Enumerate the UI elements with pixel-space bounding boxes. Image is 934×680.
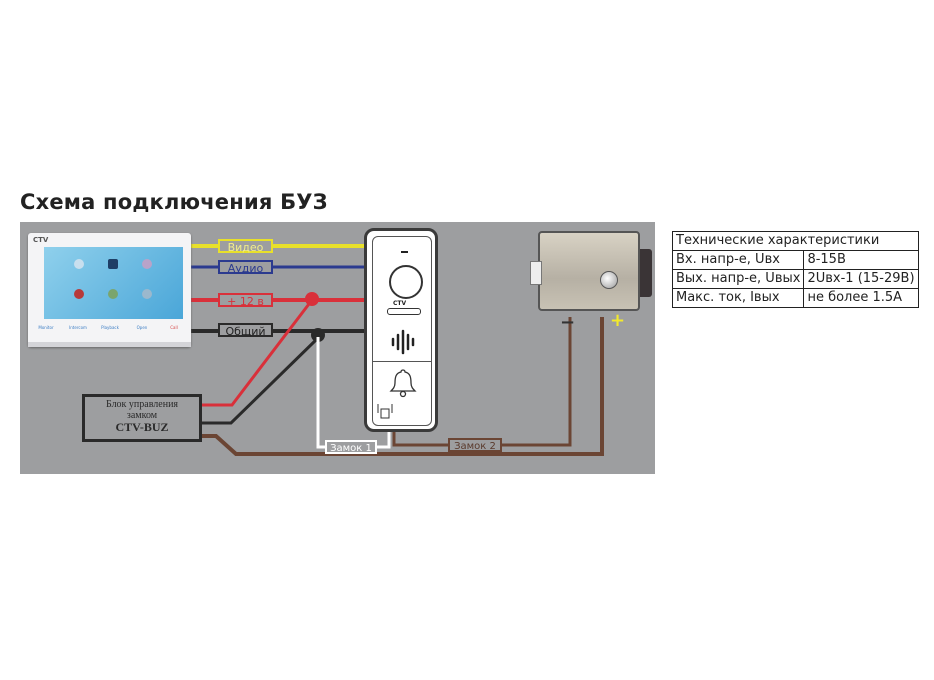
panel-brand-logo: CTV: [393, 300, 407, 307]
settings-icon: [142, 289, 152, 299]
panel-face: CTV: [372, 236, 432, 426]
led-indicator: [401, 251, 408, 253]
common-junction: [311, 328, 325, 342]
spec-row: Вх. напр-е, Uвх 8-15В: [671, 250, 919, 270]
spec-row: Вых. напр-е, Uвых 2Uвх-1 (15-29В): [671, 269, 919, 289]
common-label: Общий: [218, 323, 273, 338]
app-icon: [74, 259, 84, 269]
spec-table: Технические характеристики Вх. напр-е, U…: [671, 231, 919, 308]
speaker-grille-icon: [391, 329, 415, 355]
spec-header-row: Технические характеристики: [672, 231, 919, 251]
buz-common-wire: [202, 336, 320, 425]
monitor-stand: [28, 342, 191, 347]
bell-icon[interactable]: [388, 367, 418, 399]
minus-terminal-label: −: [560, 312, 576, 333]
lock-keeper: [640, 249, 652, 297]
monitor-brand-logo: CTV: [33, 236, 49, 244]
monitor-button: Call: [170, 325, 178, 330]
monitor-screen: [44, 247, 183, 319]
spec-param: Вх. напр-е, Uвх: [671, 250, 805, 270]
spec-value: не более 1.5А: [803, 288, 919, 308]
indoor-monitor: CTV Monitor Intercom Playback Open Call: [28, 233, 191, 347]
spec-value: 2Uвх-1 (15-29В): [803, 269, 919, 289]
plus-terminal-label: +: [610, 310, 626, 331]
spec-row: Макс. ток, Iвых не более 1.5А: [671, 288, 919, 308]
spec-param: Макс. ток, Iвых: [671, 288, 805, 308]
music-icon: [108, 259, 118, 269]
camera-lens-icon: [389, 265, 423, 299]
spec-value: 8-15В: [803, 250, 919, 270]
buz-power-wire: [202, 299, 314, 407]
audio-label: Аудио: [218, 260, 273, 275]
buz-label-line1: Блок управления: [105, 399, 179, 410]
video-label: Видео: [218, 239, 273, 254]
app-icon: [108, 289, 118, 299]
outdoor-call-panel: CTV: [364, 228, 438, 432]
lock2-label: Замок 2: [448, 438, 502, 452]
power-junction: [305, 292, 319, 306]
buz-lock-wire: [202, 317, 604, 456]
app-icon: [142, 259, 152, 269]
monitor-button: Intercom: [69, 325, 87, 330]
lock1-label: Замок 1: [325, 440, 377, 454]
panel-divider: [373, 361, 431, 362]
app-icon: [74, 289, 84, 299]
lock-terminal-icon: [377, 404, 393, 419]
name-plate: [387, 308, 421, 315]
wiring-diagram: CTV Monitor Intercom Playback Open Call …: [20, 222, 655, 474]
power-label: + 12 в: [218, 293, 273, 308]
electromechanical-lock: [530, 231, 652, 311]
diagram-title: Схема подключения БУЗ: [20, 190, 328, 214]
spec-header: Технические характеристики: [672, 231, 919, 251]
spec-param: Вых. напр-е, Uвых: [671, 269, 805, 289]
lock-control-unit: Блок управления замком CTV-BUZ: [82, 394, 202, 442]
lock-latch: [530, 261, 542, 285]
monitor-button: Playback: [101, 325, 119, 330]
lock-button-icon: [600, 271, 618, 289]
monitor-button-row: Monitor Intercom Playback Open Call: [36, 325, 184, 337]
monitor-button: Monitor: [38, 325, 54, 330]
buz-model: CTV-BUZ: [115, 420, 169, 434]
monitor-button: Open: [136, 325, 148, 330]
buz-label-line2: замком: [126, 410, 158, 421]
